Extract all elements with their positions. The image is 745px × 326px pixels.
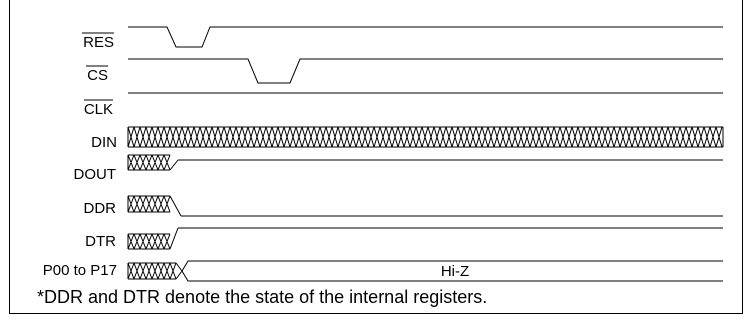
signal-label-clk: CLK <box>84 101 113 118</box>
dtr-dont-care-pattern <box>127 227 179 250</box>
signal-labels: RES CS CLK DIN DOUT DDR DTR P00 to P17 <box>43 32 117 279</box>
signal-label-cs: CS <box>87 67 108 84</box>
waveform-ports-hiz <box>181 260 723 282</box>
waveform-din <box>127 126 724 148</box>
ddr-dont-care-pattern <box>127 195 182 217</box>
waveform-res <box>128 26 723 48</box>
footnote: *DDR and DTR denote the state of the int… <box>37 287 488 307</box>
waveform-ports <box>127 262 183 280</box>
waveform-cs <box>128 58 723 84</box>
waveform-dout <box>127 154 179 171</box>
ports-dont-care-pattern <box>127 262 183 280</box>
signal-label-ddr: DDR <box>84 200 117 217</box>
dout-dont-care-pattern <box>127 154 179 171</box>
signal-label-dout: DOUT <box>74 166 117 183</box>
diagram-frame <box>9 0 743 314</box>
din-dont-care-pattern <box>127 126 724 148</box>
signal-label-res: RES <box>83 34 114 51</box>
signal-label-din: DIN <box>91 134 117 151</box>
hi-z-label: Hi-Z <box>441 263 469 280</box>
waveform-dtr <box>127 227 179 250</box>
waveform-ddr <box>127 195 182 217</box>
signal-label-ports: P00 to P17 <box>43 262 117 279</box>
signal-label-dtr: DTR <box>85 233 116 250</box>
